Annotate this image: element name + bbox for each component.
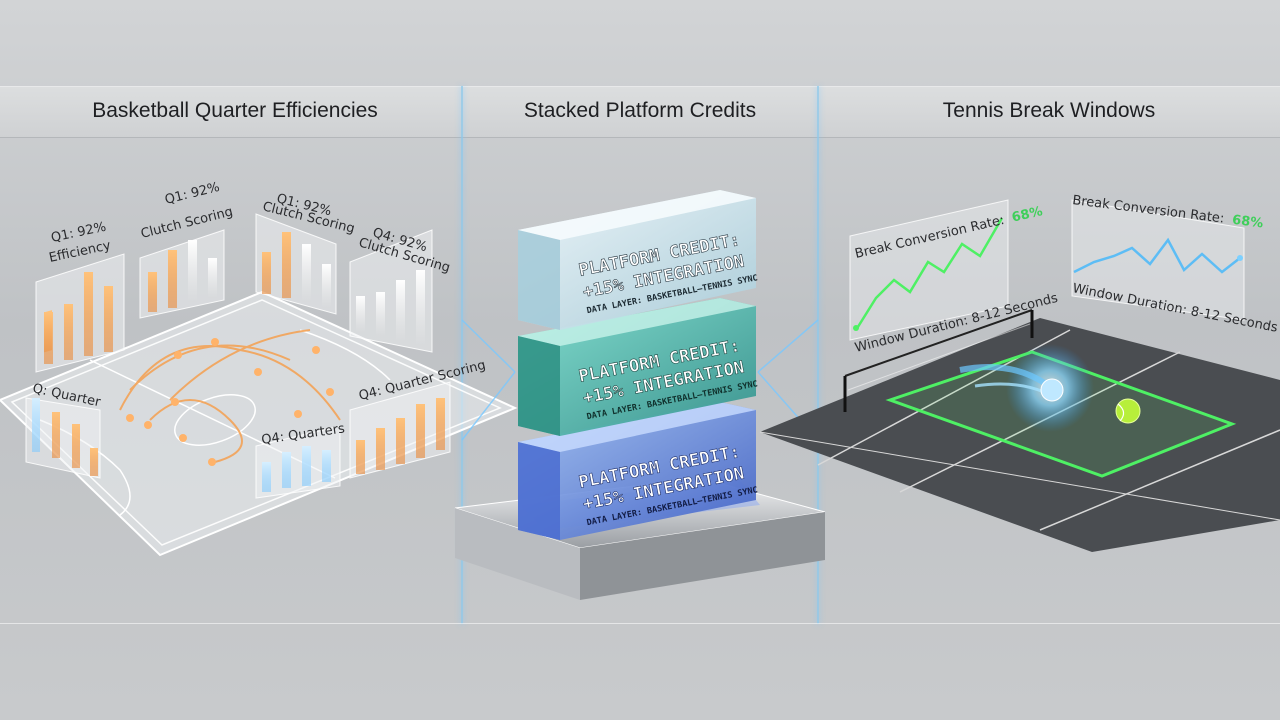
label-q1-clutch-a-value: Q1: 92% <box>163 180 221 208</box>
header-band <box>0 86 1280 138</box>
bar <box>32 398 40 452</box>
bar <box>72 424 80 468</box>
bars-q4-quarter-scoring <box>356 398 445 474</box>
credit-block-middle <box>518 298 756 436</box>
card-q4-quarters <box>255 425 341 499</box>
tennis-right-rate-value: 68% <box>1231 213 1264 232</box>
bar <box>396 280 405 342</box>
tennis-panel-title: Tennis Break Windows <box>942 99 1156 122</box>
credits-panel-title: Stacked Platform Credits <box>523 99 757 122</box>
bars-q-quarter <box>32 398 98 476</box>
credit-block-bottom <box>518 402 756 540</box>
bar <box>262 462 271 492</box>
bar <box>356 296 365 332</box>
bar <box>416 404 425 458</box>
bar <box>356 440 365 474</box>
bar <box>148 272 157 312</box>
tennis-court <box>759 309 1280 552</box>
panel-divider-left <box>461 86 463 624</box>
bar <box>90 448 98 476</box>
bar <box>188 240 197 302</box>
card-q1-clutch-a <box>139 229 225 319</box>
floor-baseline <box>0 623 1280 624</box>
panel-divider-right <box>817 86 819 624</box>
bar <box>104 286 113 352</box>
bar <box>322 450 331 482</box>
card-q1-clutch-b <box>255 213 337 315</box>
bar <box>302 244 311 302</box>
bar <box>322 264 331 308</box>
bars-q1-clutch-b <box>262 232 331 308</box>
green-line-series <box>854 217 1004 331</box>
bars-q1-clutch-a <box>148 240 217 312</box>
bar <box>376 292 385 336</box>
blue-line-series <box>1073 237 1241 274</box>
card-q4-clutch <box>349 229 433 353</box>
bar <box>44 312 53 364</box>
bar <box>168 250 177 308</box>
bar <box>64 304 73 360</box>
bar <box>396 418 405 464</box>
tennis-card-left <box>849 199 1009 341</box>
court-dots <box>126 338 334 466</box>
bar <box>376 428 385 470</box>
tennis-left-rate-value: 68% <box>1010 204 1044 226</box>
bar <box>208 258 217 298</box>
bar <box>302 446 311 486</box>
basketball-panel-title: Basketball Quarter Efficiencies <box>92 99 378 122</box>
bar <box>262 252 271 294</box>
bar <box>84 272 93 356</box>
bars-q4-quarters <box>262 446 331 492</box>
tennis-card-right <box>1071 199 1245 321</box>
credit-block-top <box>518 190 756 330</box>
tennis-ball-green-icon <box>1115 398 1141 424</box>
bars-q1-efficiency <box>44 272 113 364</box>
bars-q4-clutch <box>356 270 425 346</box>
bar <box>282 452 291 488</box>
bar <box>416 270 425 346</box>
bar <box>436 398 445 450</box>
card-q-quarter <box>25 397 101 479</box>
bar <box>52 412 60 458</box>
tennis-ball-icon <box>1040 378 1064 402</box>
bar <box>282 232 291 298</box>
